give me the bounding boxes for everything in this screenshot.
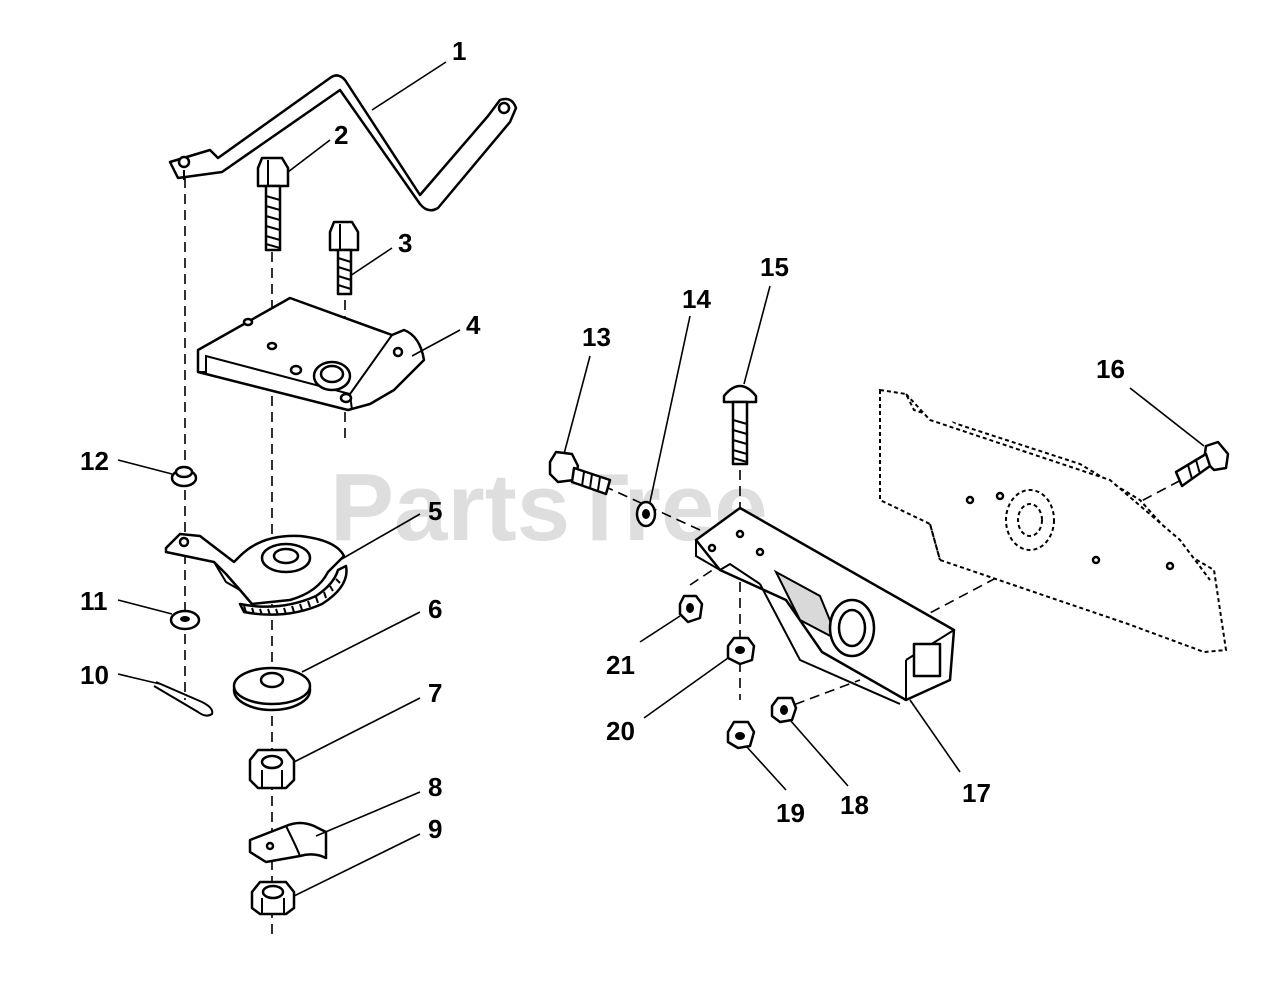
callout-13: 13 — [582, 322, 611, 352]
part-1-shift-rod — [168, 74, 518, 212]
part-5-gear-sector — [164, 532, 348, 616]
callout-6: 6 — [428, 594, 442, 624]
callout-19: 19 — [776, 798, 805, 828]
leader-lines — [117, 61, 1205, 897]
centerline-nut-21 — [689, 564, 721, 586]
part-11-washer — [169, 609, 201, 631]
part-18-nut — [770, 696, 798, 724]
part-21-nut — [678, 594, 704, 624]
part-20-nut — [726, 636, 756, 666]
part-6-washer — [232, 666, 312, 712]
part-13-bolt — [548, 450, 612, 496]
part-3-bolt — [328, 220, 360, 296]
part-12-push-nut — [170, 465, 198, 488]
callout-3: 3 — [398, 228, 412, 258]
callouts: 1 2 3 4 5 6 7 8 9 10 11 12 13 14 15 16 1… — [80, 36, 1125, 844]
part-8-clip — [248, 821, 328, 864]
callout-12: 12 — [80, 446, 109, 476]
callout-9: 9 — [428, 814, 442, 844]
part-14-washer — [635, 500, 657, 528]
part-17-bracket — [694, 506, 956, 705]
callout-17: 17 — [962, 778, 991, 808]
part-10-cotter-pin — [153, 681, 214, 717]
callout-1: 1 — [452, 36, 466, 66]
callout-7: 7 — [428, 678, 442, 708]
part-4-bracket — [196, 296, 426, 412]
callout-10: 10 — [80, 660, 109, 690]
callout-11: 11 — [80, 586, 108, 616]
callout-16: 16 — [1096, 354, 1125, 384]
callout-8: 8 — [428, 772, 442, 802]
part-7-hex-nut — [248, 748, 296, 790]
callout-20: 20 — [606, 716, 635, 746]
callout-4: 4 — [466, 310, 481, 340]
part-15-carriage-bolt — [722, 384, 758, 466]
callout-2: 2 — [334, 120, 348, 150]
callout-14: 14 — [682, 284, 711, 314]
part-16-frame — [879, 388, 1228, 654]
part-9-hex-nut — [250, 880, 296, 916]
callout-18: 18 — [840, 790, 869, 820]
part-19-nut — [726, 720, 756, 750]
callout-5: 5 — [428, 496, 442, 526]
part-16-screw — [1174, 440, 1230, 488]
callout-15: 15 — [760, 252, 789, 282]
centerline-nut-18 — [779, 679, 861, 711]
callout-21: 21 — [606, 650, 635, 680]
part-2-bolt — [256, 156, 290, 252]
